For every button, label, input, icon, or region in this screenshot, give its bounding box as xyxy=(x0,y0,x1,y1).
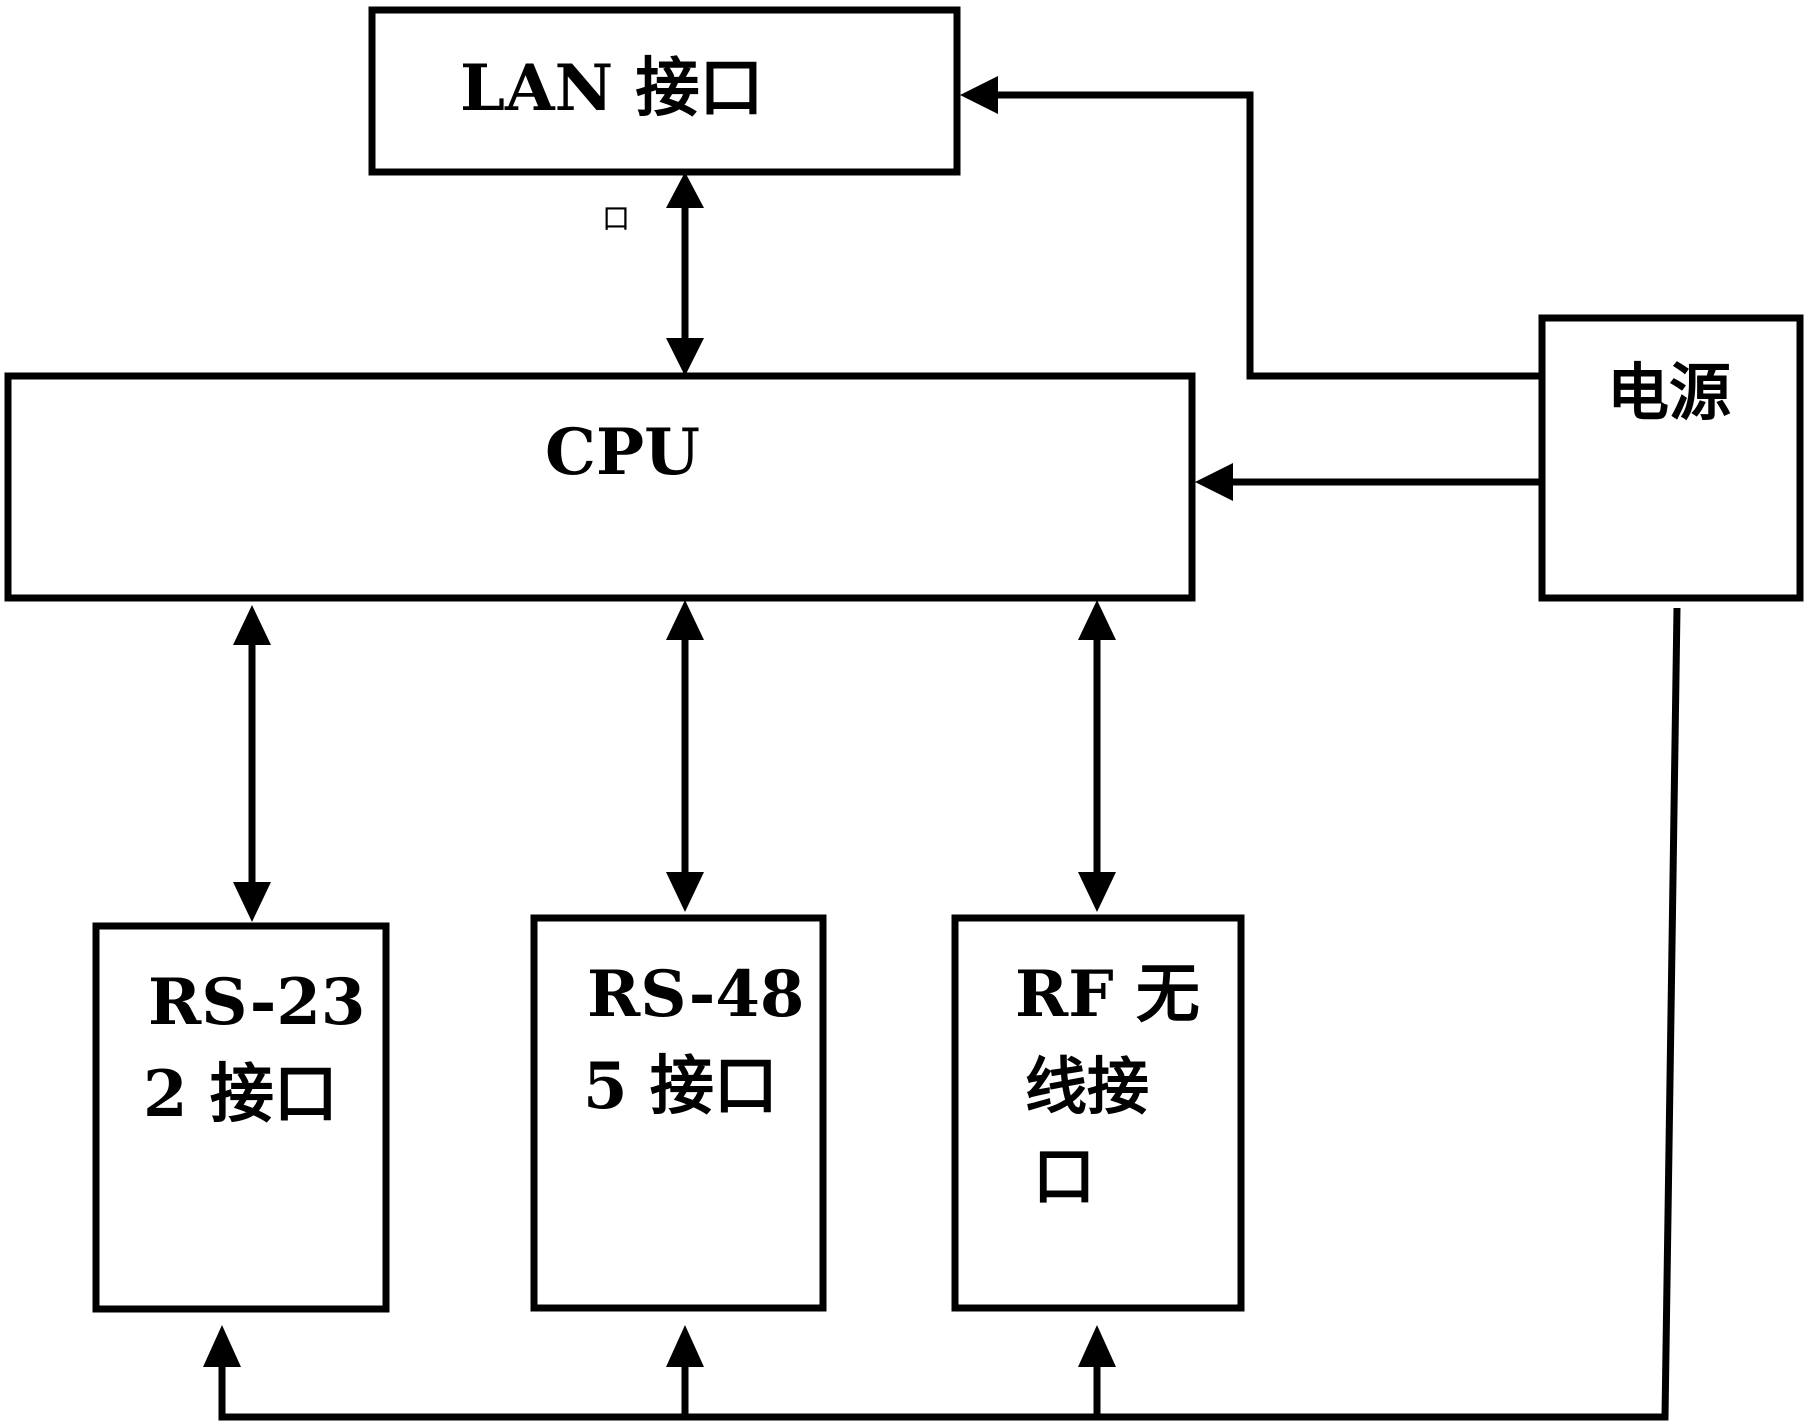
arrow-head-left xyxy=(1195,463,1233,501)
arrow-head-up-rs485 xyxy=(666,1325,704,1367)
power-to-lan-line xyxy=(960,76,1542,380)
arrow-head-up-rf xyxy=(1078,1325,1116,1367)
cpu-rs232-link xyxy=(233,605,271,922)
power-to-cpu-line xyxy=(1195,463,1542,501)
arrow-head-up xyxy=(666,600,704,640)
arrow-head-down xyxy=(233,882,271,922)
arrow-head-up xyxy=(1078,600,1116,640)
power-block: 电源 xyxy=(1538,314,1804,602)
arrow-head-left xyxy=(960,76,998,114)
rf-label-line-2: 线接 xyxy=(1025,1050,1149,1123)
power-label: 电源 xyxy=(1607,356,1731,429)
rs232-interface-block: RS-23 2 接口 xyxy=(92,922,390,1313)
rs485-label-line-2: 5 接口 xyxy=(583,1049,778,1124)
rs232-label-line-1: RS-23 xyxy=(148,965,365,1040)
arrow-head-down xyxy=(666,338,704,376)
cpu-rf-link xyxy=(1078,600,1116,912)
cpu-rs485-link xyxy=(666,600,704,912)
stray-mark: 口 xyxy=(602,202,630,235)
cpu-label: CPU xyxy=(545,415,700,490)
cpu-block: CPU xyxy=(4,372,1196,602)
rf-label-line-3: 口 xyxy=(1033,1140,1095,1213)
rs485-interface-block: RS-48 5 接口 xyxy=(530,914,827,1312)
rf-label-line-1: RF 无 xyxy=(1015,957,1200,1032)
rs232-label-line-2: 2 接口 xyxy=(143,1057,338,1132)
arrow-head-up xyxy=(666,172,704,208)
lan-interface-block: LAN 接口 xyxy=(368,6,961,176)
arrow-head-up xyxy=(233,605,271,645)
arrow-head-down xyxy=(666,872,704,912)
arrow-head-up-rs232 xyxy=(203,1325,241,1367)
rf-wireless-interface-block: RF 无 线接 口 xyxy=(951,914,1245,1312)
arrow-head-down xyxy=(1078,872,1116,912)
lan-interface-label: LAN 接口 xyxy=(460,51,763,126)
lan-cpu-link xyxy=(666,172,704,376)
power-to-bottom-bus xyxy=(203,607,1681,1421)
rs485-label-line-1: RS-48 xyxy=(587,957,804,1032)
